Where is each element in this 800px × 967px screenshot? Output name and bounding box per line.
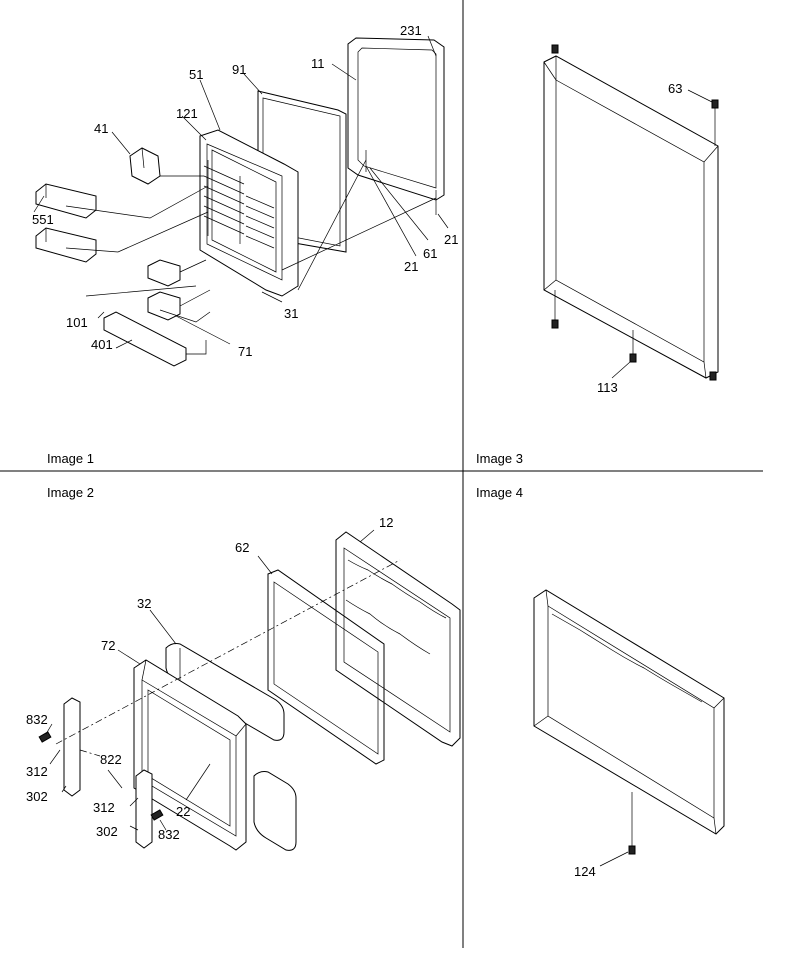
callout-121: 121 [176,106,198,121]
hinge-pin-bottom-left [551,319,559,329]
bin-71-upper [147,259,181,287]
pin-124 [628,845,636,855]
callout-63: 63 [668,81,682,96]
screw-832-top [38,731,52,743]
callout-61: 61 [423,246,437,261]
callout-822: 822 [100,752,122,767]
callout-51: 51 [189,67,203,82]
callout-302-top: 302 [26,789,48,804]
hinge-302-top [63,697,81,797]
callout-101: 101 [66,315,88,330]
callout-551: 551 [32,212,54,227]
callout-31: 31 [284,306,298,321]
callout-41: 41 [94,121,108,136]
callout-231: 231 [400,23,422,38]
hinge-pin-top-left [551,44,559,54]
callout-71: 71 [238,344,252,359]
hinge-pin-bottom-right [709,371,717,381]
callout-401: 401 [91,337,113,352]
callout-62: 62 [235,540,249,555]
callout-21-left: 21 [404,259,418,274]
callout-312-bottom: 312 [93,800,115,815]
assembly-centerline [55,559,401,745]
bin-551-lower [35,227,97,263]
bin-41 [129,147,161,185]
callout-72: 72 [101,638,115,653]
callout-21-right: 21 [444,232,458,247]
hinge-302-bottom [135,769,153,849]
door-frame-3 [543,55,719,379]
bin-71-lower [147,291,181,321]
pin-113 [629,353,637,363]
panel-image-4: 124 [533,589,725,879]
caption-image-3: Image 3 [476,451,523,466]
door-frame-11 [347,37,445,201]
insulation-32 [165,643,297,851]
callout-832-top: 832 [26,712,48,727]
callout-12: 12 [379,515,393,530]
callout-11: 11 [311,56,325,71]
assembly-lines-1 [65,150,437,355]
door-frame-4 [533,589,725,835]
callout-22: 22 [176,804,190,819]
inner-liner-51 [199,129,299,297]
caption-image-1: Image 1 [47,451,94,466]
hinge-pin-63 [711,99,719,109]
leader-124 [599,851,629,867]
panel-image-1: 231 11 91 51 121 41 551 61 21 21 31 101 … [32,23,458,367]
callout-302-bottom: 302 [96,824,118,839]
caption-image-2: Image 2 [47,485,94,500]
shelf-rack [203,160,275,249]
door-frame-12 [335,531,461,747]
screw-832-bottom [150,809,164,821]
door-rail-401 [103,311,187,367]
callout-832-bottom: 832 [158,827,180,842]
callout-91: 91 [232,62,246,77]
gasket-62 [267,569,385,765]
leaders-2 [45,529,375,831]
panel-image-2: 12 62 32 72 832 312 302 822 312 302 832 … [26,515,461,851]
leader-63 [687,89,713,103]
caption-image-4: Image 4 [476,485,523,500]
callout-312-top: 312 [26,764,48,779]
door-22 [133,659,247,851]
callout-32: 32 [137,596,151,611]
callout-113: 113 [597,380,618,395]
leader-113 [611,361,631,379]
panel-image-3: 63 113 [543,44,719,395]
leaders-1 [33,35,449,349]
callout-124: 124 [574,864,596,879]
